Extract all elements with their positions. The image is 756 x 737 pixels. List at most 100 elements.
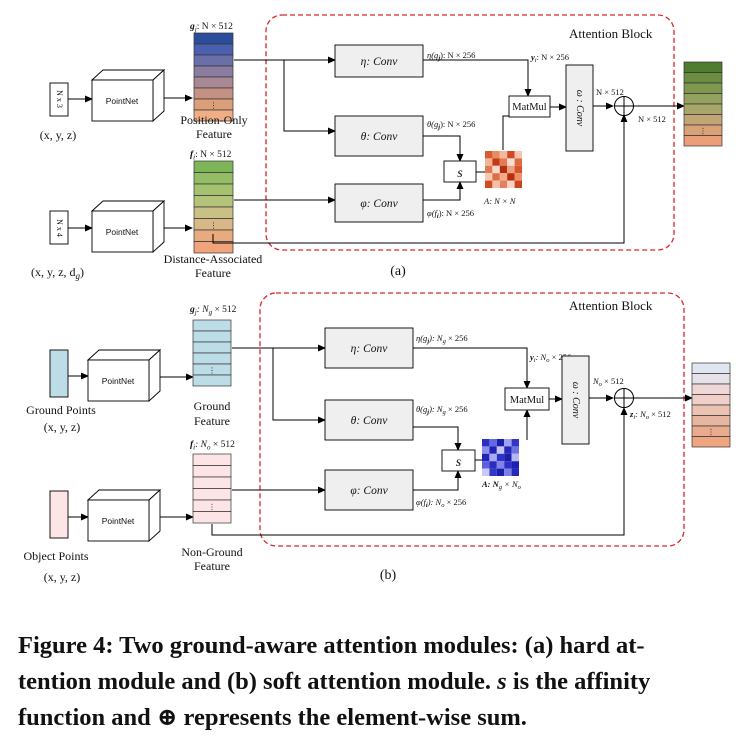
affinity-cell (496, 468, 505, 476)
svg-text:φ: Conv: φ: Conv (350, 485, 388, 497)
ellipsis-marker: ⋮ (699, 127, 707, 136)
feature-row (193, 195, 234, 208)
feature-row (683, 72, 723, 84)
feature-row (192, 476, 232, 489)
affinity-cell (482, 468, 490, 476)
f-dim-label-a: fi: N × 512 (190, 150, 232, 162)
affinity-cell (485, 180, 493, 188)
feature-row (193, 206, 234, 219)
pointnet-bottom-a: PointNet (90, 199, 166, 254)
attention-block-title-a: Attention Block (569, 26, 653, 41)
output-feature-stack-b: ⋮ (691, 362, 731, 448)
feature-row (691, 404, 731, 416)
omega-conv-box-a (565, 64, 594, 152)
feature-row (193, 87, 234, 100)
affinity-cell (492, 165, 500, 174)
affinity-cell (514, 151, 522, 159)
feature-row (691, 383, 731, 395)
affinity-matrix-a (485, 151, 522, 188)
ground-feature-label-2: Feature (194, 414, 230, 428)
eta-output-label-b: η(gj): Ng × 256 (416, 333, 468, 345)
theta-output-label-b: θ(gj): Ng × 256 (416, 404, 468, 416)
affinity-cell (499, 158, 508, 166)
svg-text:s: s (456, 455, 462, 470)
svg-text:φ: Conv: φ: Conv (360, 198, 398, 210)
architecture-figure: Attention Block N x 3 (x, y, z) PointNet… (24, 14, 731, 584)
feature-row (192, 453, 232, 466)
object-points-input (49, 490, 69, 539)
affinity-cell (511, 461, 519, 469)
distance-label-1: Distance-Associated (164, 252, 263, 266)
affinity-cell (504, 439, 512, 447)
sum-output-dim-a: N × 512 (638, 114, 666, 124)
svg-text:PointNet: PointNet (106, 96, 139, 106)
affinity-cell (504, 446, 512, 454)
affinity-matrix-b (482, 439, 519, 476)
sum-icon-b (614, 388, 634, 408)
eta-output-label-a: η(gj): N × 256 (427, 50, 475, 62)
feature-row (683, 135, 723, 147)
affinity-cell (499, 180, 508, 188)
svg-text:PointNet: PointNet (106, 227, 139, 237)
affinity-cell (507, 165, 515, 174)
ellipsis-marker: ⋮ (707, 428, 715, 437)
position-only-feature-stack: ⋮ (193, 32, 234, 122)
input-top-size-a: N x 3 (55, 90, 64, 108)
distance-label-2: Feature (195, 266, 231, 280)
pointnet-bottom-b: PointNet (86, 488, 162, 543)
affinity-cell (489, 461, 497, 469)
feature-row (683, 103, 723, 115)
non-ground-feature-stack: ⋮ (192, 453, 232, 524)
affinity-cell (514, 158, 522, 166)
feature-row (193, 76, 234, 89)
phi-conv-box-a (334, 183, 424, 223)
ellipsis-marker: ⋮ (208, 503, 216, 512)
panel-b: Attention Block Ground Points (x, y, z) … (24, 292, 731, 584)
non-ground-label-1: Non-Ground (181, 545, 242, 559)
feature-row (691, 436, 731, 448)
affinity-cell (496, 446, 505, 454)
feature-row (192, 352, 232, 365)
object-points-label: Object Points (24, 549, 89, 563)
ground-feature-label-1: Ground (194, 399, 231, 413)
affinity-cell (507, 158, 515, 166)
affinity-cell (485, 158, 493, 166)
feature-row (192, 341, 232, 354)
panel-label-b: (b) (380, 568, 397, 583)
affinity-cell (489, 468, 497, 476)
affinity-cell (492, 151, 500, 159)
affinity-cell (485, 173, 493, 181)
svg-text:PointNet: PointNet (102, 376, 135, 386)
position-only-label-2: Feature (196, 127, 232, 141)
pointnet-top-a: PointNet (90, 68, 166, 123)
affinity-cell (492, 173, 500, 181)
feature-row (691, 415, 731, 427)
attention-block-title-b: Attention Block (569, 298, 653, 313)
affinity-cell (482, 439, 490, 447)
g-dim-label-a: gj: N × 512 (189, 22, 233, 34)
affinity-cell (489, 439, 497, 447)
affinity-cell (511, 453, 519, 462)
svg-text:η: Conv: η: Conv (351, 343, 389, 355)
affinity-cell (511, 439, 519, 447)
sum-input-dim-a: N × 512 (596, 87, 624, 97)
ground-feature-stack: ⋮ (192, 319, 232, 387)
ellipsis-marker: ⋮ (210, 101, 218, 110)
feature-row (193, 183, 234, 196)
sum-input-dim-b: No × 512 (592, 376, 624, 388)
non-ground-label-2: Feature (194, 559, 230, 573)
affinity-cell (504, 468, 512, 476)
eta-conv-box-a (334, 44, 424, 78)
panel-a: Attention Block N x 3 (x, y, z) PointNet… (31, 14, 723, 281)
feature-row (691, 394, 731, 406)
f-dim-label-b: fi: No × 512 (190, 440, 235, 452)
ground-points-label: Ground Points (26, 403, 96, 417)
feature-row (193, 172, 234, 185)
feature-row (193, 109, 234, 122)
caption-line-1: Figure 4: Two ground-aware attention mod… (18, 632, 645, 659)
feature-row (193, 65, 234, 78)
object-points-coords: (x, y, z) (44, 570, 81, 584)
affinity-cell (514, 180, 522, 188)
svg-text:MatMul: MatMul (512, 102, 547, 113)
affinity-cell (482, 461, 490, 469)
